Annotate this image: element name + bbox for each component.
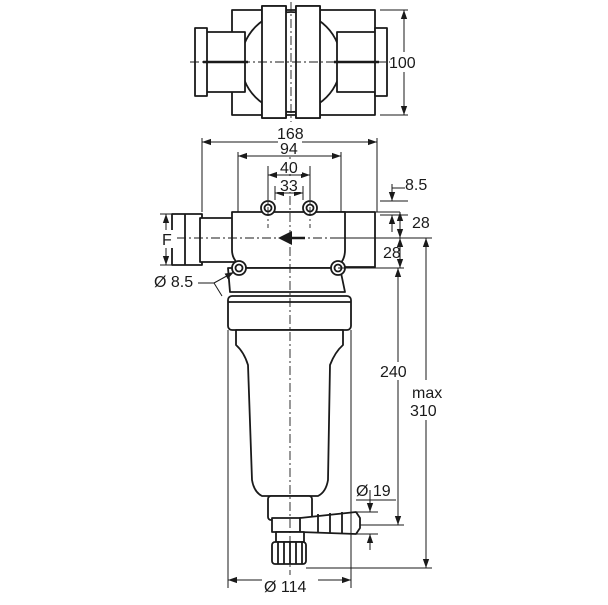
dim-100-label: 100 [389,55,416,72]
dim-f-label: F [162,232,172,249]
dimension-100: 100 [380,9,418,116]
filter-head [171,200,376,293]
dimension-hole-8-5: 8.5 [380,177,427,232]
dimension-240: 240 [338,267,408,526]
dimension-33: 33 [274,178,304,200]
dim-310-label: 310 [410,403,437,420]
drain-valve [271,541,307,565]
dim-40-label: 40 [280,160,298,177]
dim-28-bottom-label: 28 [383,245,401,262]
dim-8-5-label: 8.5 [405,177,427,194]
dim-240-label: 240 [380,364,407,381]
dimension-dia-114: Ø 114 [227,330,352,596]
dim-dia-8-5-label: Ø 8.5 [154,274,193,291]
dim-94-label: 94 [280,141,298,158]
dim-dia-114-label: Ø 114 [264,579,307,596]
dimension-dia-19: Ø 19 [356,483,396,550]
dim-168-label: 168 [277,126,304,143]
dim-dia-19-label: Ø 19 [356,483,391,500]
dimension-max-310: max 310 [306,237,444,569]
dimension-40: 40 [267,160,311,200]
dim-28-top-label: 28 [412,215,430,232]
top-view [190,2,392,122]
filter-bowl [227,295,361,565]
dim-33-label: 33 [280,178,298,195]
dimension-dia-8-5: Ø 8.5 [154,271,235,297]
dimension-94: 94 [237,141,342,212]
dim-max-label: max [412,385,442,402]
dimension-thread-f: F [160,213,174,266]
